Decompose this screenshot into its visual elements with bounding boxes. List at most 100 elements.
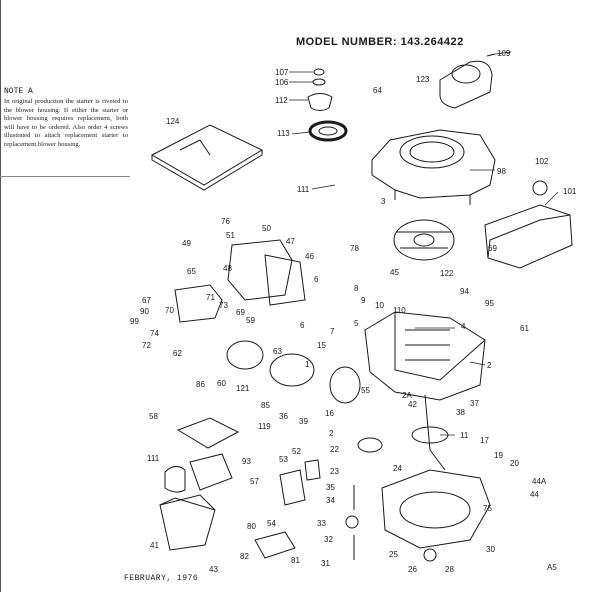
part-label: 3 [381,197,386,206]
part-label: 72 [142,341,151,350]
part-label: 10 [375,301,384,310]
part-label: 102 [535,157,549,166]
part-label: 111 [297,185,310,194]
part-label: 24 [393,464,402,473]
crankshaft [357,394,449,471]
part-label: 62 [173,349,182,358]
air-cleaner-and-tank [159,417,240,551]
part-label: 70 [165,306,174,315]
part-label: 7 [330,327,335,336]
part-label: 36 [279,412,288,421]
part-label: 80 [247,522,256,531]
part-label: 57 [250,477,259,486]
part-label: 1 [305,360,310,369]
part-label: 2 [329,429,334,438]
part-label: 122 [440,269,454,278]
part-label: 48 [223,264,232,273]
part-label: 50 [262,224,271,233]
left-margin-rule [0,0,1,592]
page-number: A5 [547,563,557,572]
owners-manual [150,124,264,191]
part-label: 98 [497,167,506,176]
part-label: 6 [300,321,305,330]
part-label: 86 [196,380,205,389]
part-label: 119 [258,422,271,431]
model-number-label: MODEL NUMBER: [296,36,398,48]
part-label: 107 [275,68,289,77]
note-divider [0,176,130,177]
part-label: 4 [461,322,466,331]
part-label: 69 [236,308,245,317]
part-label: 95 [485,299,494,308]
part-label: 64 [373,86,382,95]
part-label: 11 [460,431,469,440]
part-label: 59 [246,316,255,325]
part-label: 20 [510,459,519,468]
part-label: 112 [275,96,288,105]
part-label: 17 [480,436,489,445]
part-label: 26 [408,565,417,574]
part-label: 6 [314,275,319,284]
part-label: 58 [149,412,158,421]
part-label: 31 [321,559,330,568]
model-number-heading: MODEL NUMBER: 143.264422 [296,36,464,48]
part-label: 16 [325,409,334,418]
part-label: 5 [354,319,359,328]
part-label: 42 [408,400,417,409]
part-label: 71 [206,293,215,302]
part-label: 110 [393,306,406,315]
part-label: 73 [219,301,228,310]
part-label: 2A [402,391,412,400]
part-label: 55 [361,386,370,395]
part-label: 111 [147,454,160,463]
part-label: 44 [530,490,539,499]
part-label: 67 [142,296,151,305]
leader-lines [289,51,559,436]
part-label: 69 [488,244,497,253]
part-label: 34 [326,496,335,505]
part-label: 93 [242,457,251,466]
part-label: 52 [292,447,301,456]
part-label: 106 [275,78,289,87]
carburetor-assembly [174,239,361,404]
part-label: 53 [279,455,288,464]
part-label: 78 [350,244,359,253]
part-label: 63 [273,347,282,356]
part-label: 37 [470,399,479,408]
part-label: 101 [563,187,577,196]
part-label: 15 [317,341,326,350]
part-label: 90 [140,307,149,316]
part-label: 99 [130,317,139,326]
part-label: 33 [317,519,326,528]
flywheel [393,219,455,261]
part-label: 94 [460,287,469,296]
model-number-value: 143.264422 [400,36,464,48]
part-label: 39 [299,417,308,426]
part-label: 60 [217,379,226,388]
muffler [484,180,573,269]
part-label: 74 [150,329,159,338]
controls-and-small-parts [254,459,437,562]
part-label: 85 [261,401,270,410]
part-label: 19 [494,451,503,460]
part-label: 121 [236,384,250,393]
part-label: 109 [497,49,511,58]
engine-base [381,469,491,549]
publication-date: FEBRUARY, 1976 [124,574,199,583]
part-label: 8 [354,284,359,293]
part-label: 38 [456,408,465,417]
part-label: 49 [182,239,191,248]
part-label: 82 [240,552,249,561]
part-label: 9 [361,296,366,305]
part-label: 75 [483,504,492,513]
note-body: In original production the starter is ri… [4,98,128,148]
part-label: 25 [389,550,398,559]
starter-assembly [439,53,496,109]
part-label: 35 [326,483,335,492]
part-label: 65 [187,267,196,276]
part-label: 113 [277,129,290,138]
part-label: 43 [209,565,218,574]
part-label: 44A [532,477,547,486]
part-label: 54 [267,519,276,528]
